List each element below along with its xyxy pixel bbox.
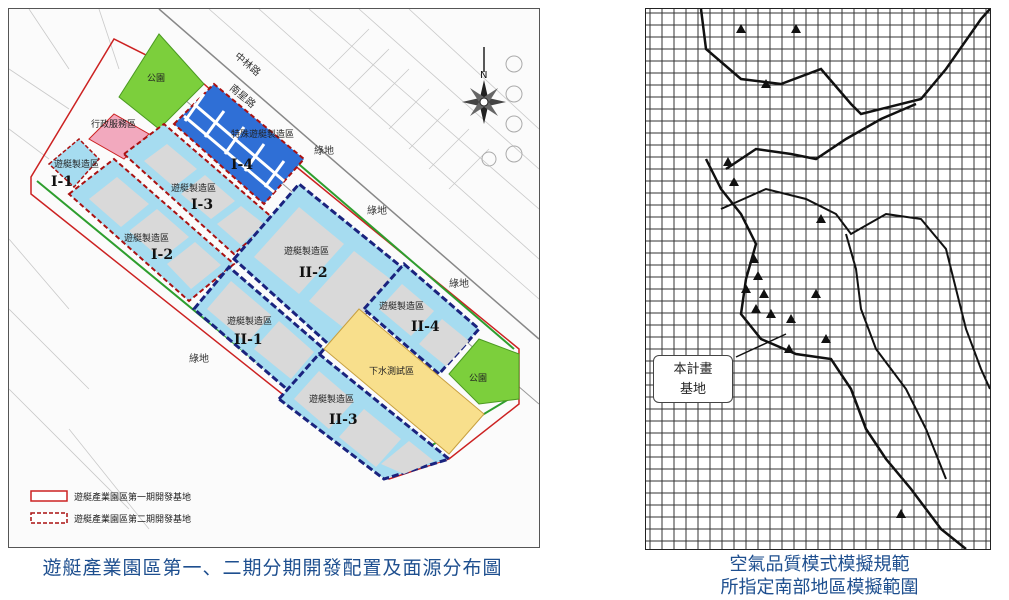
left-map-caption: 遊艇產業園區第一、二期分期開發配置及面源分布圖 <box>42 557 503 579</box>
site-layout-svg: N 中林路 南星路 綠地 綠地 綠地 綠地 公園 公園 行政服務區 下水測試區 … <box>9 9 539 530</box>
boat-zone-label-II-3: 遊艇製造區 <box>309 393 354 405</box>
boat-zone-label-I-3: 遊艇製造區 <box>171 182 216 194</box>
test-zone-label: 下水測試區 <box>369 365 414 377</box>
right-caption-line2: 所指定南部地區模擬範圍 <box>720 577 919 598</box>
zone-code-I-4: I-4 <box>231 157 253 173</box>
model-grid <box>646 9 990 549</box>
site-layout-map: N 中林路 南星路 綠地 綠地 綠地 綠地 公園 公園 行政服務區 下水測試區 … <box>8 8 540 548</box>
right-caption-line1: 空氣品質模式模擬規範 <box>729 554 910 575</box>
zone-code-I-2: I-2 <box>151 247 173 263</box>
park-label-south: 公園 <box>469 373 487 384</box>
park-south <box>448 338 520 405</box>
special-zone-label: 特殊遊艇製造區 <box>231 128 294 140</box>
legend-swatch-phase1 <box>30 490 68 502</box>
zone-II-3-lots <box>294 371 434 474</box>
green-belt-label-2: 綠地 <box>367 204 387 217</box>
site-label-line1: 本計畫 <box>673 362 713 377</box>
road-label-zhonglin: 中林路 <box>232 49 263 78</box>
right-map-caption: 空氣品質模式模擬規範 所指定南部地區模擬範圍 <box>630 553 1009 599</box>
legend-label-phase1: 遊艇產業園區第一期開發基地 <box>74 491 191 503</box>
zone-II-4-lots <box>379 284 469 366</box>
zone-II-2-lots <box>254 207 394 332</box>
park-north <box>118 33 205 130</box>
map-legend: 遊艇產業園區第一期開發基地 遊艇產業園區第二期開發基地 <box>30 490 191 525</box>
zone-code-I-1: I-1 <box>51 174 73 190</box>
coastline-outline <box>699 9 990 549</box>
site-pointer-line <box>735 333 787 358</box>
compass-north-label: N <box>480 70 487 81</box>
coast-line <box>158 9 539 340</box>
site-label-line2: 基地 <box>679 382 706 397</box>
storage-tanks <box>481 55 523 167</box>
zone-I-2-lots <box>89 177 221 289</box>
test-zone <box>323 308 485 455</box>
monitoring-stations <box>723 24 906 518</box>
legend-label-phase2: 遊艇產業園區第二期開發基地 <box>74 513 191 525</box>
boat-zone-label-I-2: 遊艇製造區 <box>124 232 169 244</box>
green-belt-label-1: 綠地 <box>314 144 334 157</box>
park-label-north: 公園 <box>147 73 165 84</box>
county-boundaries <box>720 187 990 480</box>
legend-swatch-phase2 <box>30 512 68 524</box>
zone-I-3-lots <box>144 144 264 245</box>
green-belt-label-3: 綠地 <box>449 277 469 290</box>
admin-zone-label: 行政服務區 <box>91 118 136 130</box>
zone-code-II-4: II-4 <box>411 319 440 335</box>
green-belt-label-4: 綠地 <box>189 352 209 365</box>
zone-II-1-lots <box>207 281 314 379</box>
zone-code-I-3: I-3 <box>191 197 213 213</box>
boat-zone-label-I-1: 遊艇製造區 <box>54 158 99 170</box>
simulation-grid-map <box>645 8 991 550</box>
simulation-grid-svg <box>646 9 990 549</box>
project-site-callout: 本計畫 基地 <box>653 355 733 403</box>
zone-code-II-2: II-2 <box>299 265 328 281</box>
boat-zone-label-II-4: 遊艇製造區 <box>379 300 424 312</box>
zone-code-II-3: II-3 <box>329 412 358 428</box>
boat-zone-label-II-2: 遊艇製造區 <box>284 245 329 257</box>
zone-I-1 <box>47 137 101 189</box>
boat-zone-label-II-1: 遊艇製造區 <box>227 315 272 327</box>
compass-rose: N <box>462 47 506 124</box>
zone-code-II-1: II-1 <box>234 332 263 348</box>
zone-I-4-grid <box>183 93 286 194</box>
